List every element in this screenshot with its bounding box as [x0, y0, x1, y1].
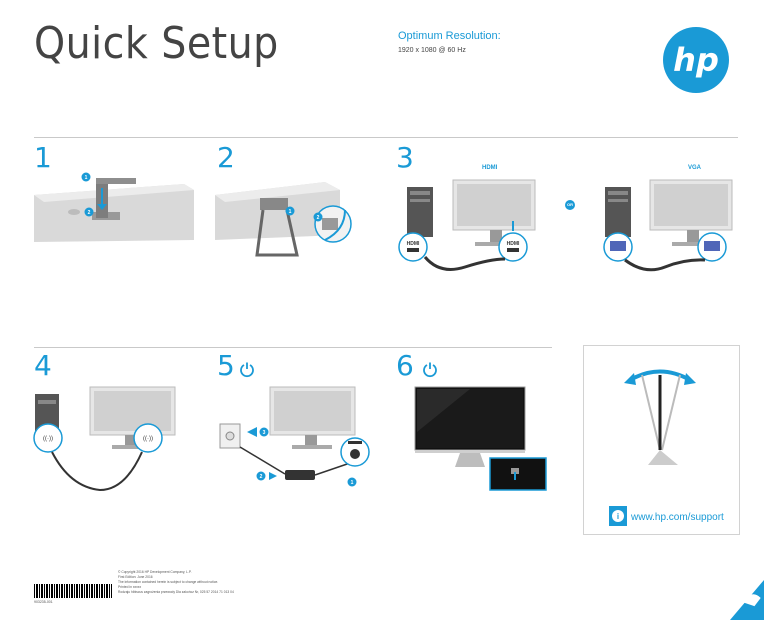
svg-text:2: 2	[317, 215, 320, 221]
support-link[interactable]: www.hp.com/support	[631, 512, 724, 523]
step-5-number: 5	[217, 349, 235, 382]
middle-divider	[34, 347, 552, 348]
hdmi-label: HDMI	[482, 165, 498, 171]
top-divider	[34, 137, 738, 138]
power-icon	[423, 362, 437, 378]
step-4-illustration: ((·)) ((·))	[33, 386, 176, 492]
power-icon	[240, 362, 254, 378]
hdmi-port-b: HDMI	[507, 241, 520, 247]
step-3-hdmi-illustration: HDMI HDMI	[398, 179, 536, 271]
svg-text:1: 1	[289, 209, 292, 215]
legal-line: The information contained herein is subj…	[118, 580, 219, 584]
svg-text:((·)): ((·))	[43, 436, 53, 442]
barcode	[34, 584, 112, 598]
tilt-illustration	[624, 369, 696, 465]
step-3-vga-illustration	[603, 179, 733, 272]
page-title: Quick Setup	[34, 18, 279, 69]
svg-text:3: 3	[263, 430, 266, 436]
legal-line: First Edition: June 2016	[118, 575, 153, 579]
svg-text:2: 2	[260, 474, 263, 480]
legal-block: © Copyright 2016 HP Development Company,…	[118, 570, 298, 595]
step-3-number: 3	[396, 141, 414, 174]
info-icon: i	[609, 506, 627, 526]
svg-text:i: i	[617, 512, 619, 521]
recycle-corner-icon	[730, 580, 764, 620]
resolution-value: 1920 x 1080 @ 60 Hz	[398, 47, 466, 54]
step-2-illustration: 1 2	[215, 182, 352, 257]
step-1-number: 1	[34, 141, 52, 174]
svg-text:((·)): ((·))	[143, 436, 153, 442]
step-6-number: 6	[396, 349, 414, 382]
step-1-illustration: 1 2	[34, 172, 194, 242]
part-number: 903235-001	[34, 600, 53, 604]
step-4-number: 4	[34, 349, 52, 382]
resolution-label: Optimum Resolution:	[398, 30, 501, 42]
step-6-illustration	[414, 386, 547, 491]
svg-text:1: 1	[351, 480, 354, 486]
logo-text: hp	[673, 41, 719, 79]
legal-line: © Copyright 2016 HP Development Company,…	[118, 570, 192, 574]
hdmi-port-a: HDMI	[407, 241, 420, 247]
or-badge: OR	[565, 200, 575, 210]
step-2-number: 2	[217, 141, 235, 174]
callout-1: 1	[85, 175, 88, 181]
vga-label: VGA	[688, 165, 702, 171]
step-5-illustration: 3 2 1	[219, 386, 370, 487]
legal-line: Rodzaju hibiscus zagrożenia przewody Dla…	[118, 590, 234, 594]
legal-line: Printed in xxxxx	[118, 585, 142, 589]
callout-2: 2	[88, 210, 91, 216]
hp-logo: hp	[663, 27, 729, 93]
